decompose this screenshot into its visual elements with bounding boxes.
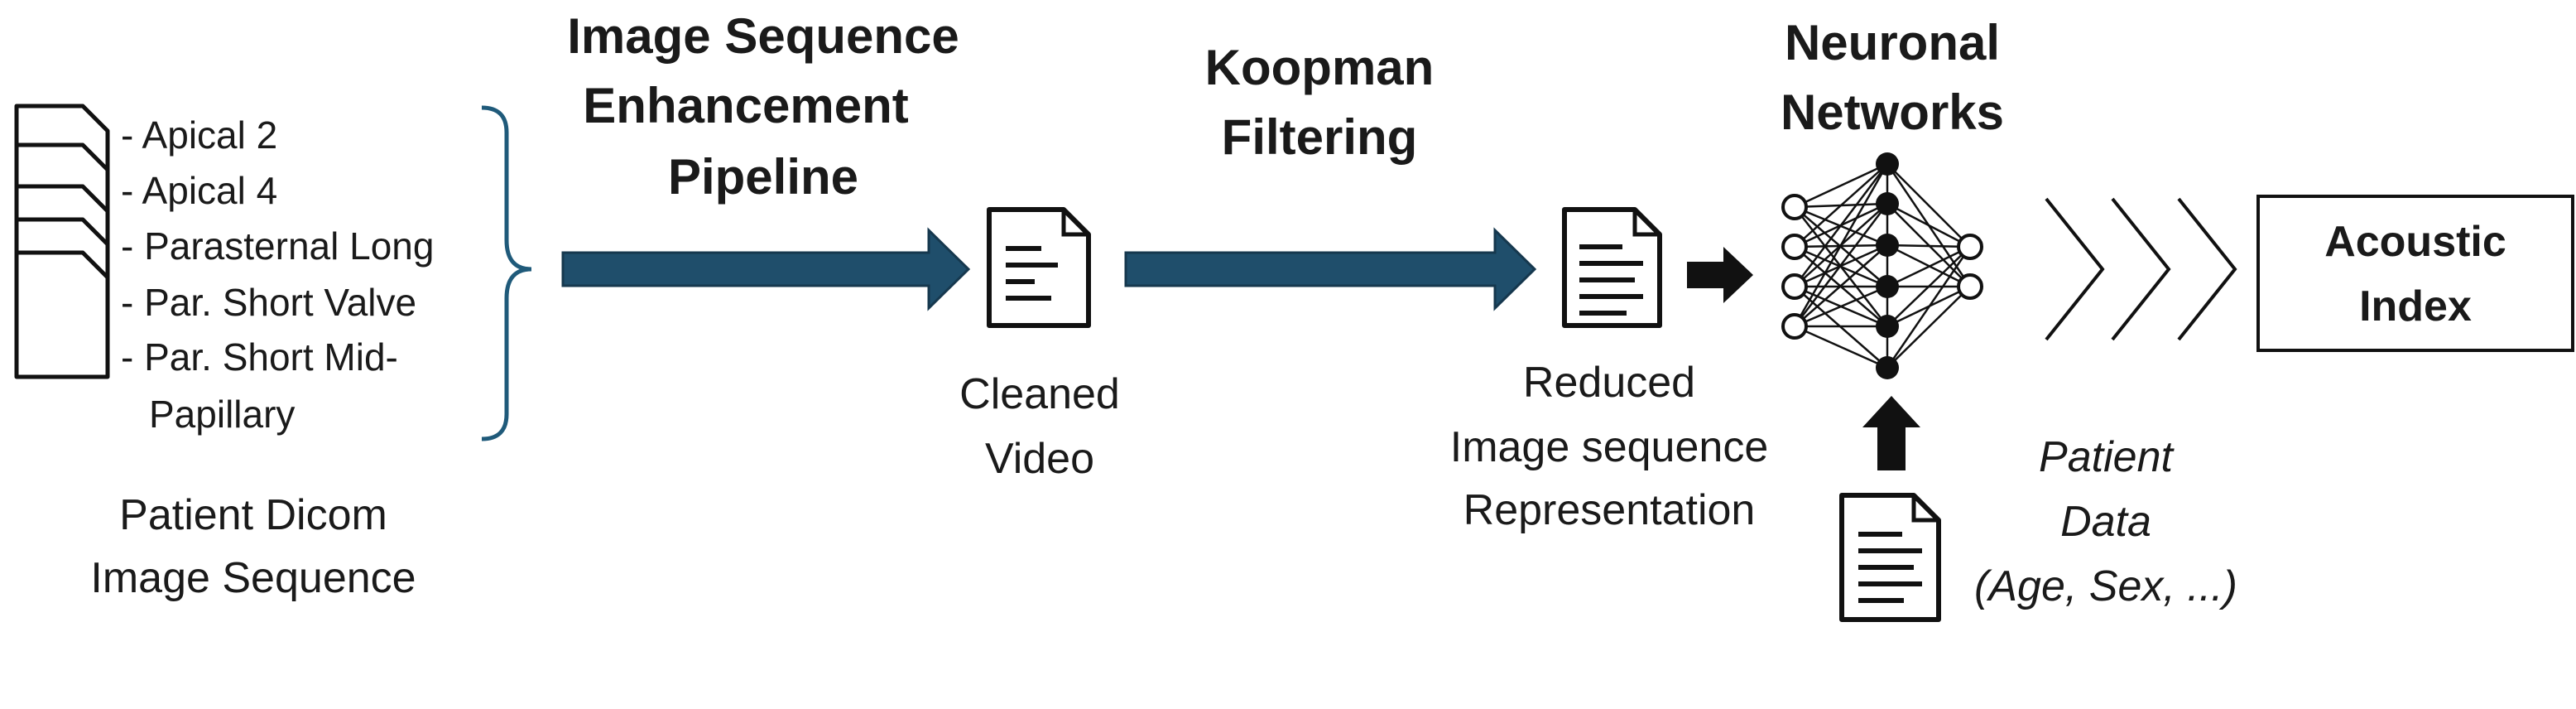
- input-caption-line-2: Image Sequence: [90, 554, 416, 602]
- view-label-par-short-mid: - Par. Short Mid-: [121, 335, 398, 379]
- view-label-apical-2: - Apical 2: [121, 113, 278, 157]
- grouping-brace: [481, 105, 532, 441]
- stage1-heading-line-2: Enhancement: [583, 78, 909, 133]
- network-heading-line-2: Networks: [1780, 84, 2005, 140]
- view-label-apical-4: - Apical 4: [121, 169, 278, 212]
- reduced-caption-line-3: Representation: [1463, 486, 1756, 534]
- arrow-enhancement: [561, 227, 971, 311]
- reduced-caption-line-2: Image sequence: [1449, 423, 1769, 471]
- stage1-heading-line-1: Image Sequence: [567, 8, 959, 64]
- arrow-koopman: [1124, 227, 1537, 311]
- stage2-heading-line-1: Koopman: [1204, 40, 1435, 95]
- stage2-heading-line-2: Filtering: [1221, 109, 1418, 165]
- chevron-arrows-icon: [2045, 197, 2237, 341]
- cleaned-video-document-icon: [987, 207, 1091, 328]
- patient-caption-line-2: Data: [2060, 498, 2151, 546]
- acoustic-index-label-line-2: Index: [2359, 282, 2472, 330]
- neural-network-icon: [1781, 152, 1983, 379]
- arrow-to-network: [1687, 247, 1753, 303]
- cleaned-caption-line-1: Cleaned: [959, 370, 1120, 418]
- patient-caption-line-1: Patient: [2039, 433, 2173, 481]
- reduced-caption-line-1: Reduced: [1522, 359, 1696, 407]
- acoustic-index-box: [2256, 195, 2574, 352]
- input-caption-line-1: Patient Dicom: [119, 491, 387, 539]
- cleaned-caption-line-2: Video: [984, 435, 1095, 483]
- arrow-patient-data-up: [1862, 396, 1920, 470]
- reduced-representation-document-icon: [1562, 207, 1662, 328]
- view-label-par-short-valve: - Par. Short Valve: [121, 281, 417, 324]
- view-label-papillary: Papillary: [149, 393, 296, 436]
- patient-caption-line-3: (Age, Sex, ...): [1974, 562, 2237, 610]
- stacked-documents-icon: [14, 104, 110, 379]
- patient-data-document-icon: [1839, 493, 1941, 622]
- view-label-parasternal-long: - Parasternal Long: [121, 224, 435, 268]
- acoustic-index-label-line-1: Acoustic: [2324, 218, 2506, 266]
- network-heading-line-1: Neuronal: [1784, 15, 2001, 70]
- stage1-heading-line-3: Pipeline: [667, 149, 859, 205]
